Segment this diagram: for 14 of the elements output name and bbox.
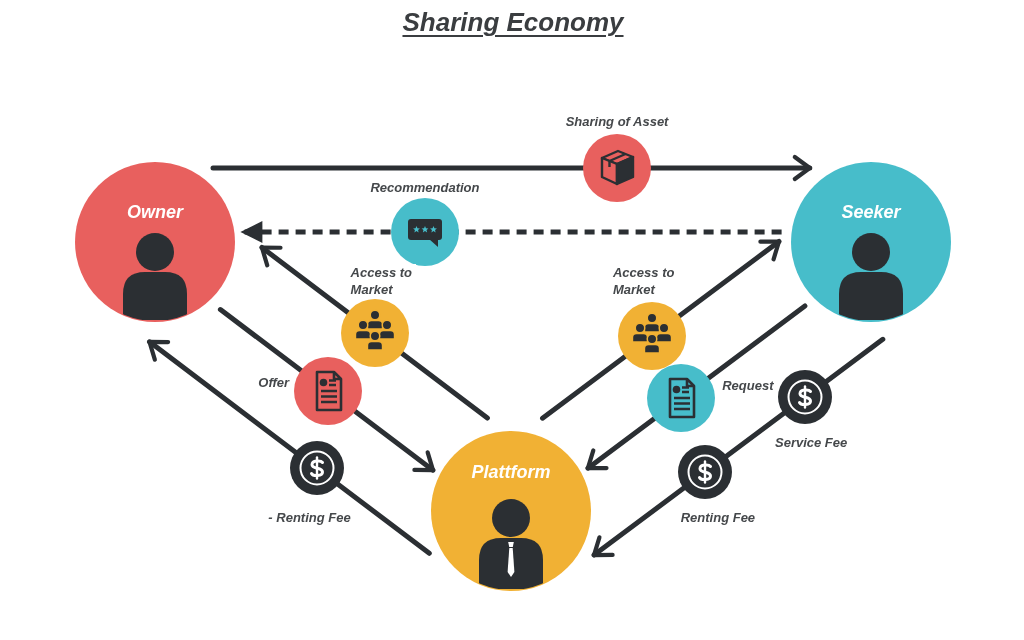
arrow [259,245,490,421]
fee-label: Renting Fee [679,510,757,527]
dashed-arrow [240,221,782,243]
arrow [585,303,808,471]
arrow [540,239,782,421]
node-label: Plattform [471,461,551,483]
node-label: Seeker [841,201,901,223]
title: Sharing Economy [402,6,624,38]
edge-label: Sharing of Asset [564,114,670,130]
arrow [217,307,436,473]
node-label: Owner [127,201,183,223]
edge-label: - Renting Fee [267,510,352,527]
edge-label: Request [721,378,775,395]
arrow [210,154,813,182]
